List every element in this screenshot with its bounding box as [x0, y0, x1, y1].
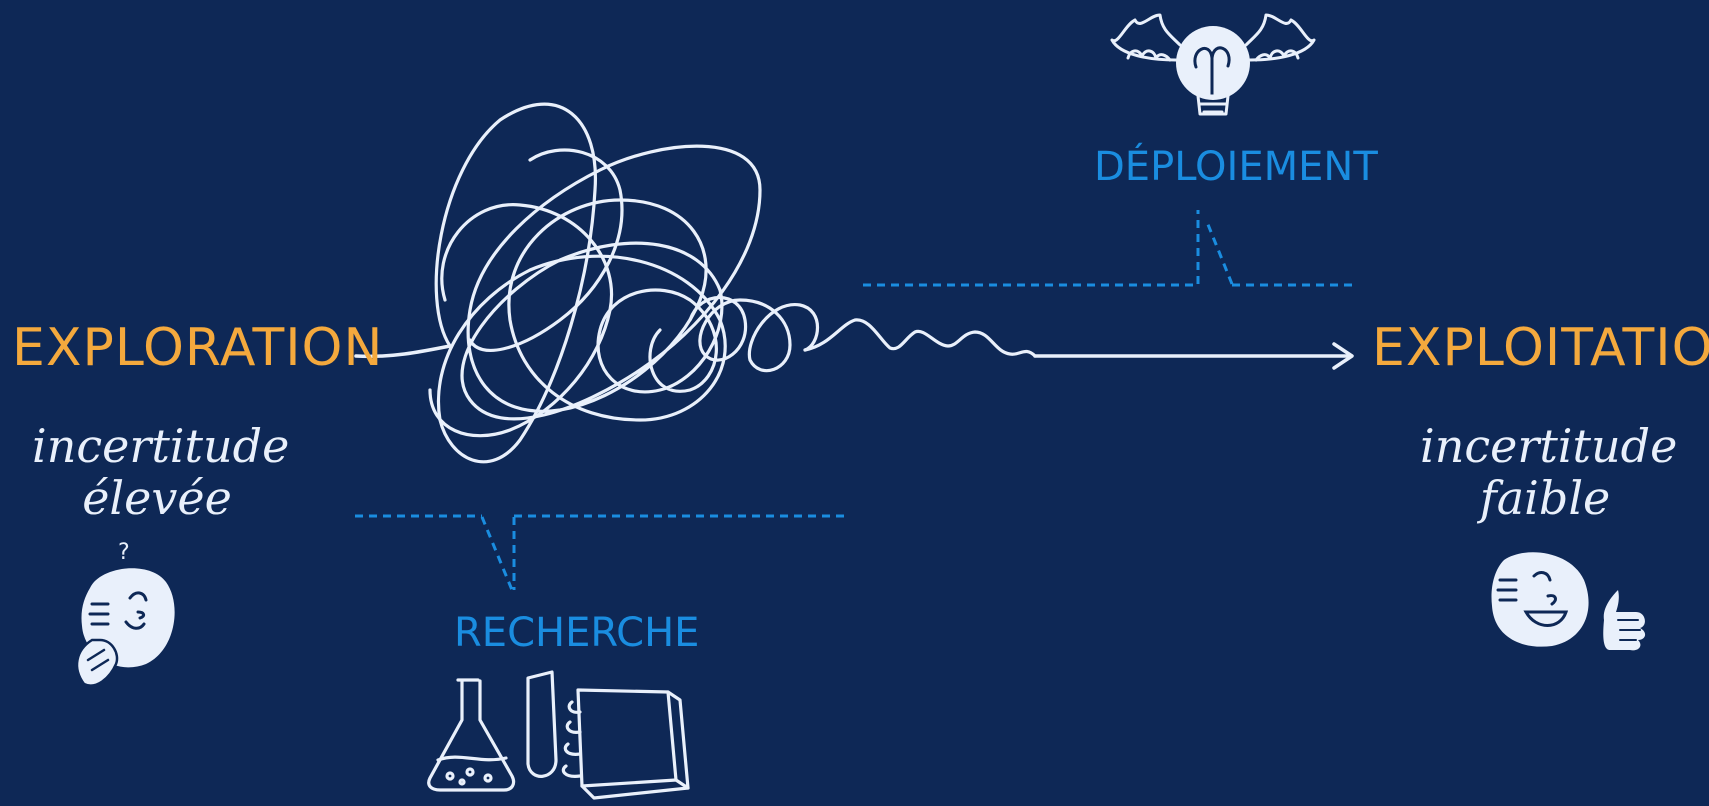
uncertainty-low-note: incertitude faible [1420, 420, 1670, 524]
winking-face-icon [1492, 552, 1589, 646]
uncertainty-low-line1: incertitude [1420, 420, 1670, 472]
thumbs-up-icon [1603, 590, 1645, 650]
recherche-bracket [355, 516, 848, 590]
uncertainty-high-line1: incertitude [32, 420, 282, 472]
uncertainty-high-note: incertitude élevée [32, 420, 282, 524]
uncertainty-low-line2: faible [1420, 472, 1670, 524]
deploiement-label: DÉPLOIEMENT [1094, 144, 1378, 190]
lab-equipment-icon [429, 672, 688, 798]
thinking-face-icon [77, 568, 175, 685]
recherche-label: RECHERCHE [454, 610, 699, 656]
deploiement-bracket [863, 210, 1356, 285]
scribble-tangle [430, 104, 760, 462]
exploitation-title: EXPLOITATION [1372, 318, 1709, 378]
uncertainty-high-line2: élevée [32, 472, 282, 524]
exploration-title: EXPLORATION [12, 318, 383, 378]
loops-and-squiggle [690, 298, 1035, 371]
question-mark: ? [118, 540, 130, 565]
winged-lightbulb-icon [1112, 15, 1314, 114]
